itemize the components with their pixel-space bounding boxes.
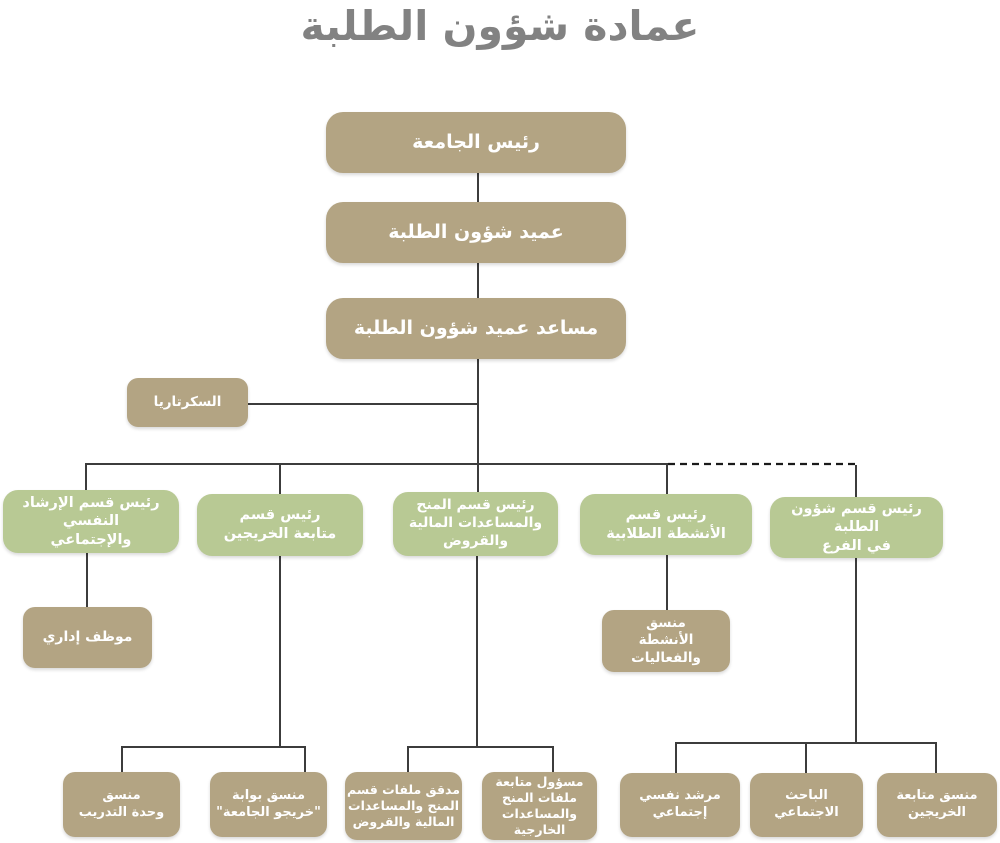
node-events-coordinator: منسق الأنشطة والفعاليات [602, 610, 730, 672]
node-training-unit-coordinator: منسق وحدة التدريب [63, 772, 180, 837]
node-head-grants-aid-loans: رئيس قسم المنح والمساعدات المالية والقرو… [393, 492, 558, 556]
node-head-psych-social-counseling: رئيس قسم الإرشاد النفسي والإجتماعي [3, 490, 179, 553]
node-psychosocial-counselor: مرشد نفسي إجتماعي [620, 773, 740, 837]
page-title: عمادة شؤون الطلبة [300, 2, 700, 50]
node-grants-files-auditor: مدقق ملفات قسم المنح والمساعدات المالية … [345, 772, 462, 840]
node-graduates-portal-coordinator: منسق بوابة "خريجو الجامعة" [210, 772, 327, 837]
node-graduates-followup-coordinator: منسق متابعة الخريجين [877, 773, 997, 837]
node-admin-employee: موظف إداري [23, 607, 152, 668]
node-head-branch-student-affairs: رئيس قسم شؤون الطلبة في الفرع [770, 497, 943, 558]
node-dean-student-affairs: عميد شؤون الطلبة [326, 202, 626, 263]
node-social-researcher: الباحث الاجتماعي [750, 773, 863, 837]
node-university-president: رئيس الجامعة [326, 112, 626, 173]
node-head-graduates-followup: رئيس قسم متابعة الخريجين [197, 494, 363, 556]
node-assistant-dean: مساعد عميد شؤون الطلبة [326, 298, 626, 359]
node-secretariat: السكرتاريا [127, 378, 248, 427]
node-head-student-activities: رئيس قسم الأنشطة الطلابية [580, 494, 752, 555]
node-external-aid-files-officer: مسؤول متابعة ملفات المنح والمساعدات الخا… [482, 772, 597, 840]
